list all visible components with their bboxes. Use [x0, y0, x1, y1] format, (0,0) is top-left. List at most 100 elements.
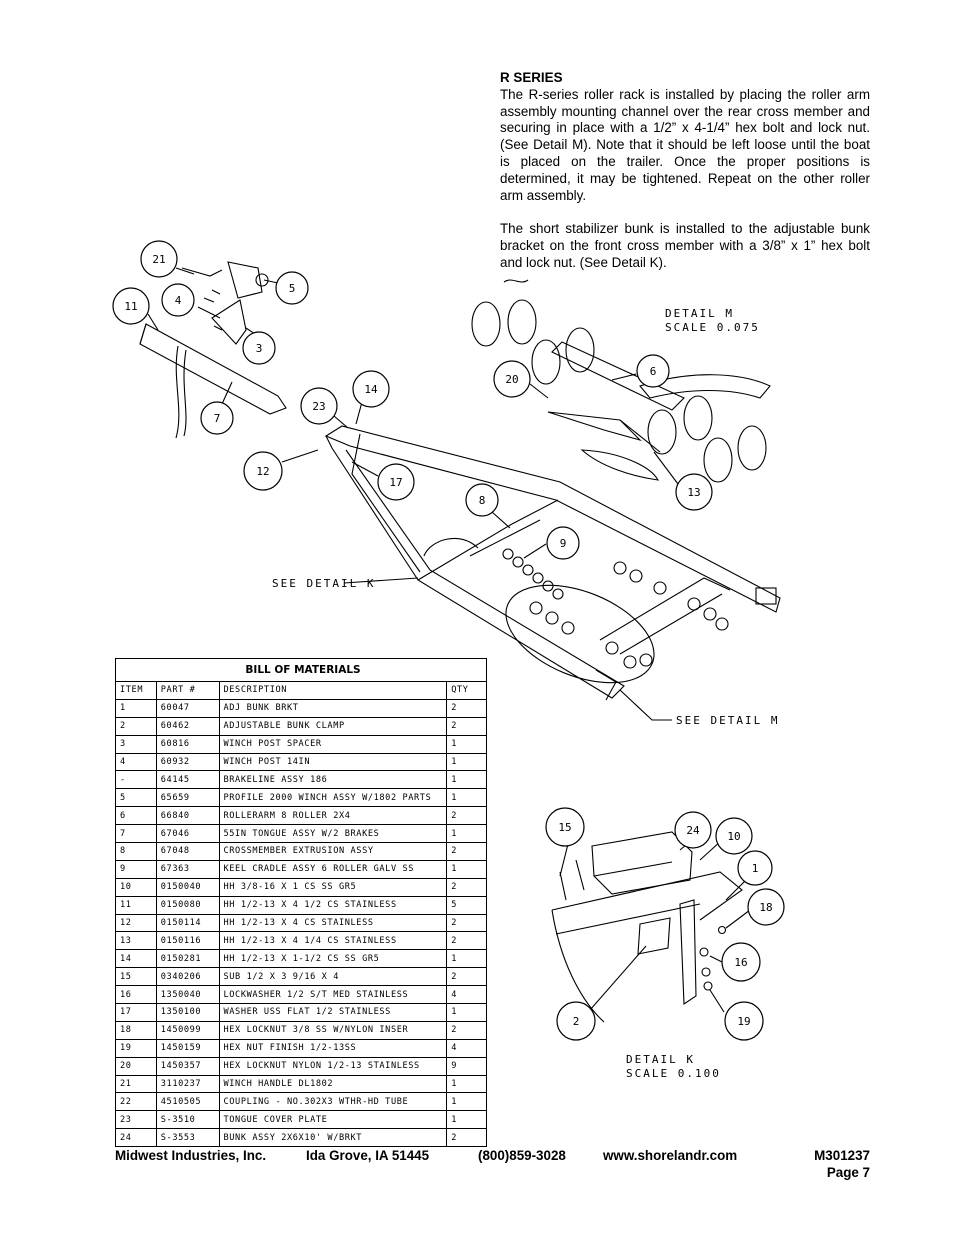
bom-cell-part: 60462	[155, 716, 220, 736]
callout-17: 17	[377, 463, 415, 501]
bom-cell-qty: 1	[446, 1110, 487, 1130]
bom-cell-description: WINCH POST SPACER	[218, 734, 448, 754]
callout-12-label: 12	[256, 465, 269, 478]
bom-cell-description: WINCH POST 14IN	[218, 752, 448, 772]
see-detail-k-label: SEE DETAIL K	[272, 577, 375, 590]
bom-cell-item: 18	[115, 1020, 157, 1040]
footer-company: Midwest Industries, Inc.	[115, 1148, 267, 1163]
bom-cell-description: BRAKELINE ASSY 186	[218, 770, 448, 790]
bom-cell-qty: 2	[446, 877, 487, 897]
bom-cell-item: 3	[115, 734, 157, 754]
callout-7: 7	[200, 401, 234, 435]
bom-cell-qty: 4	[446, 985, 487, 1005]
bom-cell-qty: 1	[446, 1092, 487, 1112]
bom-cell-qty: 2	[446, 716, 487, 736]
callout-19: 19	[724, 1001, 764, 1041]
detail-m-title: DETAIL M	[665, 307, 734, 320]
callout-4-label: 4	[175, 294, 182, 307]
detail-k-graphic	[551, 831, 743, 1023]
bom-cell-part: 0150116	[155, 931, 220, 951]
callout-5-label: 5	[289, 282, 296, 295]
bom-cell-part: 4510505	[155, 1092, 220, 1112]
bom-cell-qty: 2	[446, 1020, 487, 1040]
callout-15: 15	[545, 807, 585, 847]
bom-header-qty: QTY	[446, 681, 487, 700]
bom-cell-description: ROLLERARM 8 ROLLER 2X4	[218, 806, 448, 826]
callout-13-label: 13	[687, 486, 700, 499]
bom-cell-part: 0150114	[155, 913, 220, 933]
bom-cell-part: 67048	[155, 842, 220, 861]
bom-cell-part: 1450159	[155, 1038, 220, 1058]
bom-cell-description: COUPLING - NO.302X3 WTHR-HD TUBE	[218, 1092, 448, 1112]
bom-cell-qty: 1	[446, 824, 487, 844]
see-detail-m-label: SEE DETAIL M	[676, 714, 779, 727]
bom-cell-description: HEX LOCKNUT NYLON 1/2-13 STAINLESS	[218, 1056, 448, 1076]
bom-cell-item: 4	[115, 752, 157, 772]
r-series-paragraph-1: The R-series roller rack is installed by…	[500, 86, 870, 203]
r-series-heading: R SERIES	[500, 70, 563, 85]
footer-page-number: Page 7	[826, 1165, 870, 1180]
tongue-graphic	[139, 323, 287, 439]
detail-m-scale: SCALE 0.075	[665, 321, 760, 334]
bom-cell-qty: 2	[446, 967, 487, 987]
bom-cell-description: HEX LOCKNUT 3/8 SS W/NYLON INSER	[218, 1020, 448, 1040]
bom-cell-part: 0150040	[155, 877, 220, 897]
bom-cell-description: HH 1/2-13 X 4 1/2 CS STAINLESS	[218, 895, 448, 915]
callout-19-label: 19	[737, 1015, 750, 1028]
bom-cell-description: BUNK ASSY 2X6X10' W/BRKT	[218, 1128, 448, 1148]
bom-cell-part: 67363	[155, 859, 220, 879]
bom-cell-qty: 1	[446, 788, 487, 808]
detail-k-scale: SCALE 0.100	[626, 1067, 721, 1080]
bom-cell-description: KEEL CRADLE ASSY 6 ROLLER GALV SS	[218, 859, 448, 879]
bom-cell-item: 5	[115, 788, 157, 808]
callout-24-label: 24	[686, 824, 700, 837]
bom-cell-item: 1	[115, 698, 157, 718]
callout-1: 1	[737, 850, 773, 886]
bom-cell-part: 60047	[155, 698, 220, 718]
leader-lines	[147, 267, 751, 1013]
callout-3: 3	[242, 331, 276, 365]
footer-doc-number: M301237	[814, 1148, 870, 1163]
callout-8: 8	[465, 483, 499, 517]
bom-cell-part: 1450357	[155, 1056, 220, 1076]
bom-cell-part: 0150281	[155, 949, 220, 969]
footer-phone: (800)859-3028	[478, 1148, 566, 1163]
bom-cell-description: WINCH HANDLE DL1802	[218, 1074, 448, 1094]
bom-cell-description: TONGUE COVER PLATE	[218, 1110, 448, 1130]
callout-16: 16	[721, 942, 761, 982]
r-series-paragraph-2: The short stabilizer bunk is installed t…	[500, 221, 870, 270]
bom-cell-description: ADJUSTABLE BUNK CLAMP	[218, 716, 448, 736]
bom-cell-description: LOCKWASHER 1/2 S/T MED STAINLESS	[218, 985, 448, 1005]
bom-cell-item: 19	[115, 1038, 157, 1058]
callout-1-label: 1	[752, 862, 759, 875]
bom-cell-part: 65659	[155, 788, 220, 808]
callout-5: 5	[275, 271, 309, 305]
bom-cell-part: 1350100	[155, 1003, 220, 1022]
callout-9-label: 9	[560, 537, 567, 550]
callout-18-label: 18	[759, 901, 772, 914]
bom-cell-part: 1450099	[155, 1020, 220, 1040]
bom-cell-part: 0340206	[155, 967, 220, 987]
callout-4: 4	[161, 283, 195, 317]
bom-cell-item: -	[115, 770, 157, 790]
callout-18: 18	[747, 888, 785, 926]
callout-16-label: 16	[734, 956, 747, 969]
r-series-instructions: R SERIES The R-series roller rack is ins…	[500, 70, 870, 272]
callout-24: 24	[674, 811, 712, 849]
bom-cell-description: HEX NUT FINISH 1/2-13SS	[218, 1038, 448, 1058]
bom-cell-qty: 9	[446, 1056, 487, 1076]
bom-cell-part: 64145	[155, 770, 220, 790]
